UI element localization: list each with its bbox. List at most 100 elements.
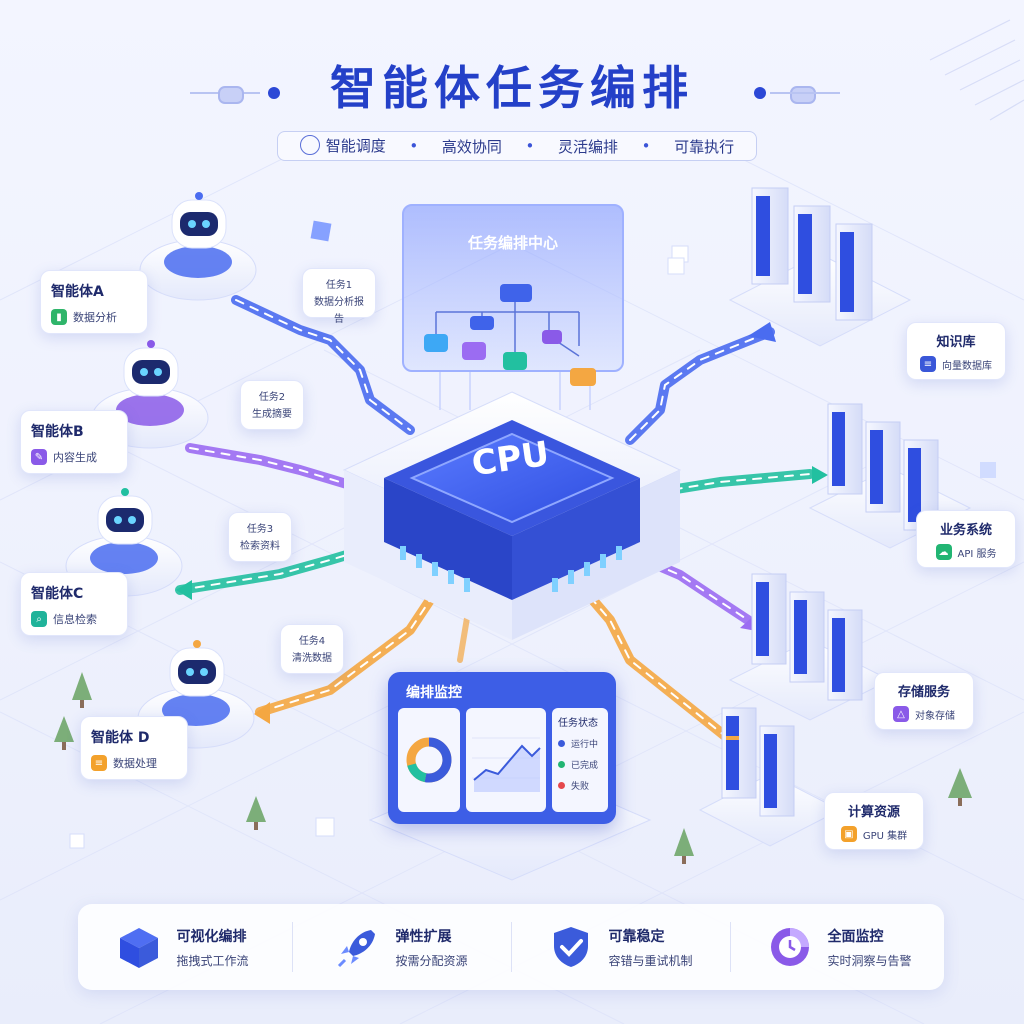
agent-desc: 内容生成 (53, 451, 97, 464)
arrow-agent-d (254, 702, 270, 724)
line-chart (472, 737, 541, 792)
tag-item-3: 灵活编排 (557, 137, 618, 156)
feature-reliability[interactable]: 可靠稳定容错与重试机制 (521, 924, 721, 970)
tree-decoration (54, 672, 972, 864)
feature-bar: 可视化编排拖拽式工作流 弹性扩展按需分配资源 可靠稳定容错与重试机制 全面监控实… (78, 904, 944, 990)
agent-desc: 信息检索 (53, 613, 97, 626)
feature-visual-orchestration[interactable]: 可视化编排拖拽式工作流 (83, 924, 283, 970)
feature-elastic-scaling[interactable]: 弹性扩展按需分配资源 (302, 924, 502, 970)
server-rack-knowledge (728, 187, 912, 347)
search-icon: ⌕ (31, 611, 47, 627)
service-name: 知识库 (936, 335, 976, 350)
robot-agent-a (139, 192, 257, 301)
service-name: 存储服务 (897, 685, 950, 700)
workflow-graph (424, 284, 596, 374)
agent-desc: 数据分析 (73, 311, 117, 324)
monitor-panel[interactable]: 编排监控 任务状态 运行中 已完成 失败 (388, 672, 616, 824)
task-card-3[interactable]: 任务3 检索资料 (228, 512, 292, 562)
rocket-icon (338, 930, 376, 968)
storage-icon: △ (893, 706, 909, 722)
task-name: 任务1 (325, 280, 353, 291)
cpu-chip: CPU (342, 391, 682, 640)
task-card-4[interactable]: 任务4 清洗数据 (280, 624, 344, 674)
status-dot (558, 782, 565, 789)
service-card-business[interactable]: 业务系统 ☁API 服务 (916, 510, 1016, 568)
database-icon: ≡ (91, 755, 107, 771)
workflow-node-orange (570, 368, 596, 386)
service-desc: API 服务 (957, 548, 997, 560)
status-title: 任务状态 (558, 718, 598, 729)
agent-card-c[interactable]: 智能体C ⌕ 信息检索 (20, 572, 128, 636)
task-name: 任务3 (246, 524, 274, 535)
feature-title: 可靠稳定 (608, 928, 665, 945)
tagline-bar: 智能调度 • 高效协同 • 灵活编排 • 可靠执行 (277, 131, 757, 161)
workflow-node-5 (542, 330, 562, 344)
status-done: 已完成 (558, 758, 602, 771)
feature-desc: 按需分配资源 (395, 953, 468, 968)
task-name: 任务2 (258, 392, 286, 403)
tag-separator: • (641, 137, 651, 155)
feature-desc: 实时洞察与告警 (827, 953, 912, 968)
database-icon: ≡ (920, 356, 936, 372)
status-dot (558, 740, 565, 747)
agent-card-d[interactable]: 智能体 D ≡ 数据处理 (80, 716, 188, 780)
feature-title: 弹性扩展 (395, 928, 452, 945)
service-name: 业务系统 (939, 523, 992, 538)
tag-separator: • (409, 137, 419, 155)
shield-check-icon (554, 927, 589, 967)
tag-separator: • (525, 137, 535, 155)
donut-chart-panel (398, 708, 460, 812)
agent-card-a[interactable]: 智能体A ▮数据分析 (40, 270, 148, 334)
task-status-panel: 任务状态 运行中 已完成 失败 (552, 708, 608, 812)
agent-name: 智能体 D (91, 730, 150, 746)
tag-item-1: 智能调度 (299, 134, 386, 157)
task-desc: 生成摘要 (252, 409, 292, 420)
service-desc: 对象存储 (915, 710, 955, 722)
agent-desc: 数据处理 (113, 757, 157, 770)
feature-monitoring[interactable]: 全面监控实时洞察与告警 (740, 924, 940, 970)
task-card-2[interactable]: 任务2 生成摘要 (240, 380, 304, 430)
title-right-pill (790, 86, 816, 104)
server-rack-compute (698, 707, 842, 847)
agent-name: 智能体C (31, 586, 84, 602)
feature-divider (729, 922, 731, 972)
chip-icon: ▣ (840, 826, 857, 842)
task-desc: 数据分析报告 (314, 297, 364, 325)
service-desc: GPU 集群 (862, 830, 908, 842)
tag-item-2: 高效协同 (441, 137, 502, 156)
title-right-line (770, 92, 840, 94)
title-left-dot (268, 87, 280, 99)
service-card-storage[interactable]: 存储服务 △ 对象存储 (874, 672, 974, 730)
agent-card-b[interactable]: 智能体B ✎内容生成 (20, 410, 128, 474)
arrow-agent-c (176, 580, 192, 600)
feature-divider (291, 922, 293, 972)
donut-chart (406, 737, 452, 783)
monitor-title: 编排监控 (406, 685, 462, 701)
status-dot (558, 761, 565, 768)
orchestration-title: 任务编排中心 (467, 234, 558, 252)
leaf-icon (299, 134, 320, 155)
service-card-compute[interactable]: 计算资源 ▣ GPU 集群 (824, 792, 924, 850)
status-running: 运行中 (558, 737, 602, 750)
cube-icon (120, 928, 159, 968)
workflow-node-1 (424, 334, 448, 352)
flow-path-agent-b (185, 443, 365, 493)
feature-desc: 容错与重试机制 (608, 953, 693, 968)
service-name: 计算资源 (847, 805, 900, 820)
service-desc: 向量数据库 (942, 360, 992, 372)
line-chart-panel (466, 708, 546, 812)
robot-agent-c (65, 488, 183, 597)
agent-name: 智能体A (51, 284, 104, 300)
arrow-knowledge (748, 322, 776, 342)
workflow-node-3 (462, 342, 486, 360)
service-card-knowledge[interactable]: 知识库 ≡ 向量数据库 (906, 322, 1006, 380)
title-right-dot (754, 87, 766, 99)
feature-desc: 拖拽式工作流 (176, 953, 249, 968)
feature-divider (510, 922, 512, 972)
page-title: 智能体任务编排 (330, 61, 694, 115)
clock-chart-icon (771, 928, 810, 966)
task-desc: 清洗数据 (292, 653, 332, 664)
agent-name: 智能体B (31, 424, 84, 440)
orchestration-center-panel: 任务编排中心 (402, 204, 624, 374)
task-card-1[interactable]: 任务1 数据分析报告 (302, 268, 376, 325)
